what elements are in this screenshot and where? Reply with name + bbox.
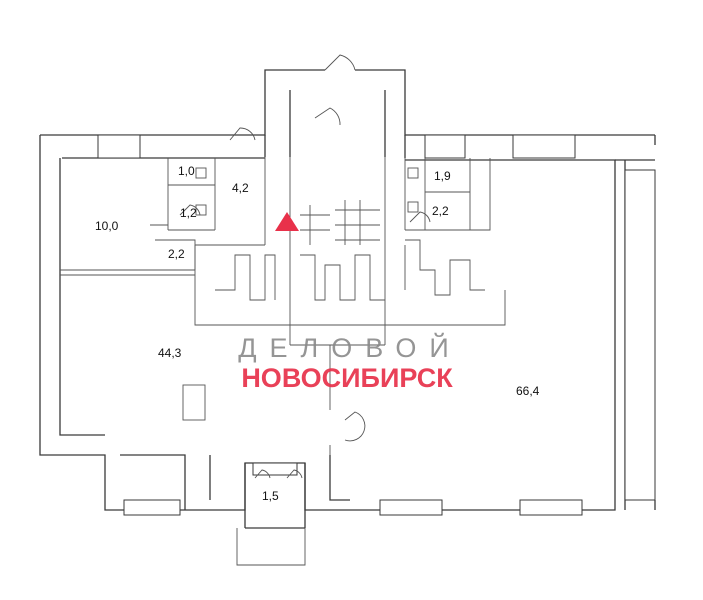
- windows: [97, 134, 656, 516]
- marker-triangle-icon: [275, 212, 299, 231]
- partitions: [60, 157, 506, 455]
- room-labels: 10,0 1,0 1,2 4,2 2,2 1,9 2,2 44,3 66,4 1…: [95, 164, 540, 503]
- outer-walls: [39, 69, 656, 566]
- watermark: ДЕЛОВОЙ НОВОСИБИРСК: [238, 332, 462, 393]
- room-area-4-2: 4,2: [232, 181, 249, 195]
- room-area-1-9: 1,9: [434, 169, 451, 183]
- watermark-line-2: НОВОСИБИРСК: [241, 363, 453, 393]
- room-area-66-4: 66,4: [516, 384, 540, 398]
- fixtures: [182, 167, 419, 421]
- doors: [179, 54, 431, 479]
- room-area-2-2-right: 2,2: [432, 204, 449, 218]
- stairs: [215, 200, 485, 301]
- room-area-1-0: 1,0: [178, 164, 195, 178]
- room-area-2-2-left: 2,2: [168, 247, 185, 261]
- room-area-44-3: 44,3: [158, 346, 182, 360]
- room-area-1-5: 1,5: [262, 489, 279, 503]
- room-area-10-0: 10,0: [95, 219, 119, 233]
- room-area-1-2: 1,2: [180, 206, 197, 220]
- watermark-line-1: ДЕЛОВОЙ: [238, 332, 462, 363]
